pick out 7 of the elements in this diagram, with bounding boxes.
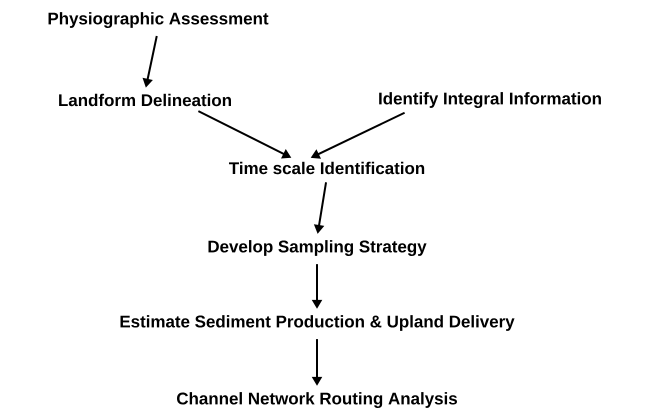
step-label: Estimate Sediment Production & Upland Delivery <box>120 315 515 331</box>
step-label: Physiographic Assessment <box>48 12 268 28</box>
step-label: Time scale Identification <box>229 162 424 174</box>
step-label: Develop Sampling Strategy <box>208 240 427 256</box>
step-label: Landform Delineation <box>59 94 231 106</box>
step-label: Identify Integral Information <box>379 92 601 108</box>
step-label: Channel Network Routing Analysis <box>177 392 457 408</box>
